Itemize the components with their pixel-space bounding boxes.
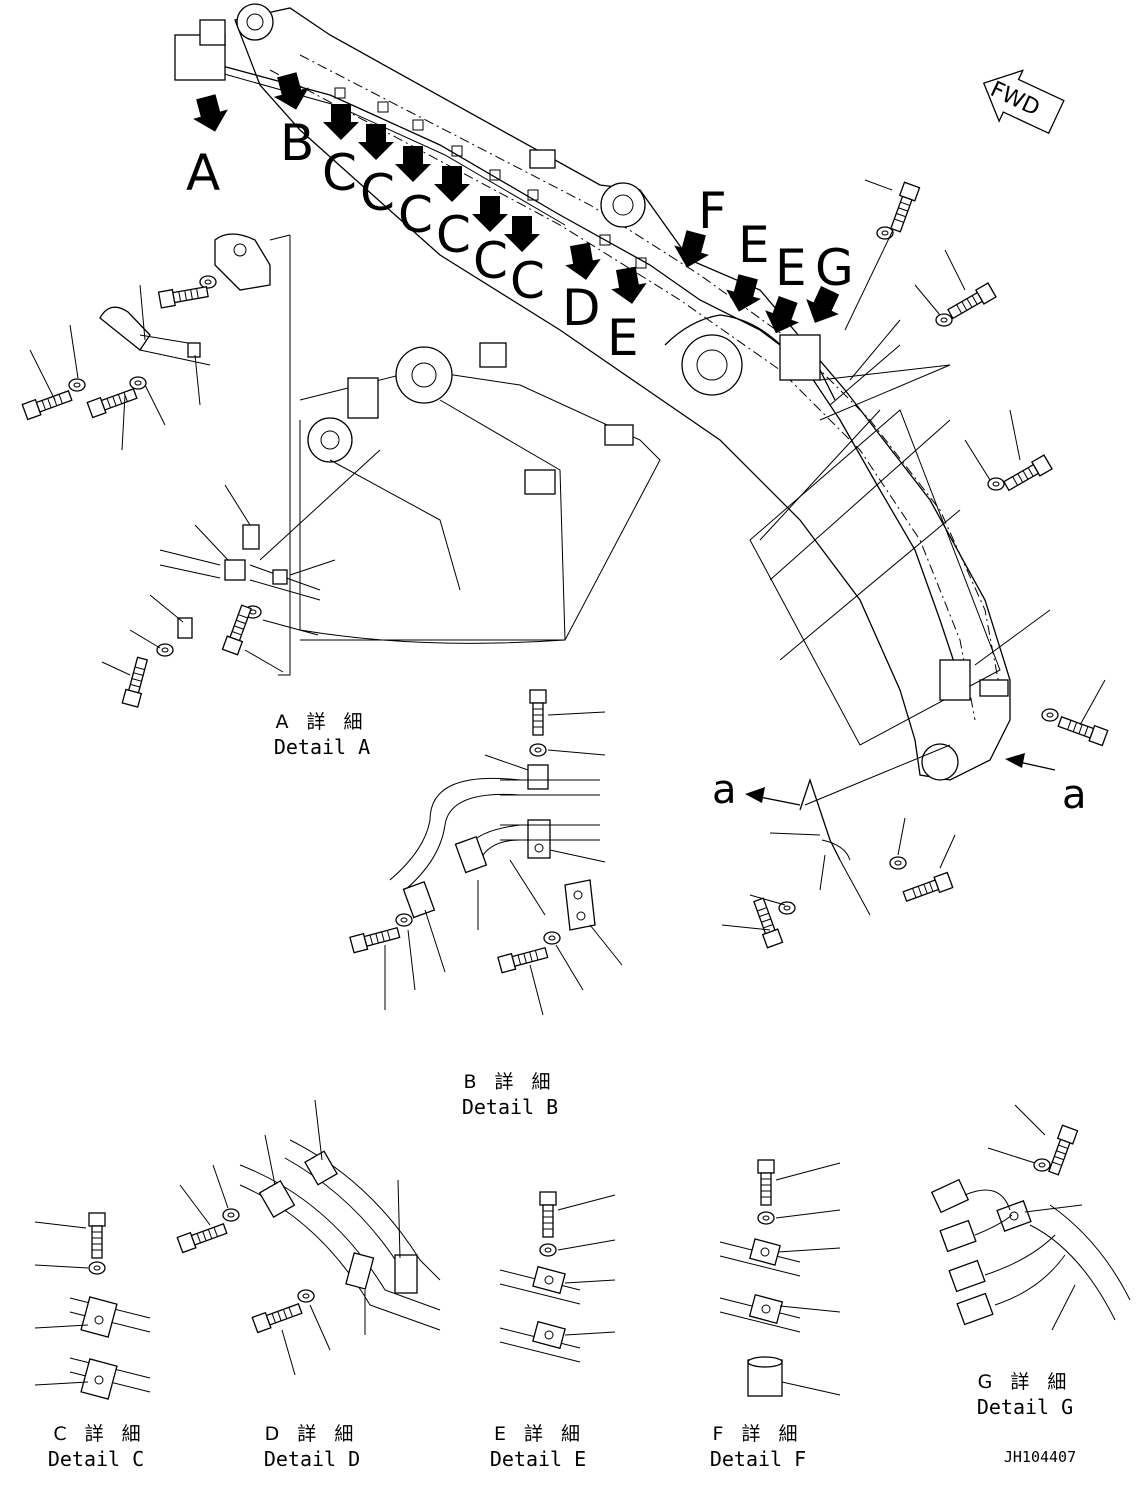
detail-D-jp: D 詳 細 bbox=[265, 1423, 360, 1445]
forward-arrow: FWD bbox=[982, 69, 1065, 135]
callout-E3: E bbox=[775, 239, 807, 297]
main-assembly bbox=[174, 3, 1011, 781]
detail-B-jp: B 詳 細 bbox=[463, 1071, 556, 1093]
detail-E-en: Detail E bbox=[490, 1447, 586, 1471]
drawing-code: JH104407 bbox=[1004, 1448, 1076, 1466]
arm-fasteners bbox=[819, 179, 1109, 747]
section-arrows: a a bbox=[712, 744, 1087, 949]
detail-B-drawing bbox=[349, 689, 623, 1016]
detail-B-en: Detail B bbox=[462, 1095, 558, 1119]
detail-A-en: Detail A bbox=[274, 735, 370, 759]
callout-E1: E bbox=[607, 309, 639, 367]
callout-C4: C bbox=[436, 206, 471, 264]
detail-F-jp: F 詳 細 bbox=[712, 1423, 803, 1445]
detail-C-drawing bbox=[34, 1212, 151, 1400]
detail-G-jp: G 詳 細 bbox=[978, 1371, 1073, 1393]
callout-B: B bbox=[280, 114, 314, 172]
callout-C3: C bbox=[398, 186, 433, 244]
detail-C-en: Detail C bbox=[48, 1447, 144, 1471]
detail-A-drawing bbox=[21, 233, 381, 708]
callout-C2: C bbox=[360, 164, 395, 222]
callout-C1: C bbox=[322, 144, 357, 202]
detail-F-drawing bbox=[719, 1159, 841, 1397]
detail-C-jp: C 詳 細 bbox=[53, 1423, 146, 1445]
section-a-left: a bbox=[712, 767, 737, 813]
boom-frame bbox=[299, 342, 661, 644]
detail-G-drawing bbox=[930, 1104, 1131, 1331]
detail-D-drawing bbox=[176, 1099, 441, 1376]
callout-C6: C bbox=[510, 252, 545, 310]
callout-D: D bbox=[562, 279, 601, 337]
detail-F-en: Detail F bbox=[710, 1447, 806, 1471]
callout-A: A bbox=[186, 144, 220, 202]
callout-E2: E bbox=[738, 216, 770, 274]
detail-A-jp: A 詳 細 bbox=[275, 711, 368, 733]
callout-F: F bbox=[698, 182, 727, 240]
callout-C5: C bbox=[473, 232, 508, 290]
detail-E-jp: E 詳 細 bbox=[494, 1423, 586, 1445]
detail-D-en: Detail D bbox=[264, 1447, 360, 1471]
detail-G-en: Detail G bbox=[977, 1395, 1073, 1419]
callout-letters: A B C C C C C C D E F E E G bbox=[186, 114, 854, 367]
section-a-right: a bbox=[1062, 772, 1087, 818]
callout-G: G bbox=[815, 239, 854, 297]
detail-E-drawing bbox=[499, 1191, 616, 1363]
